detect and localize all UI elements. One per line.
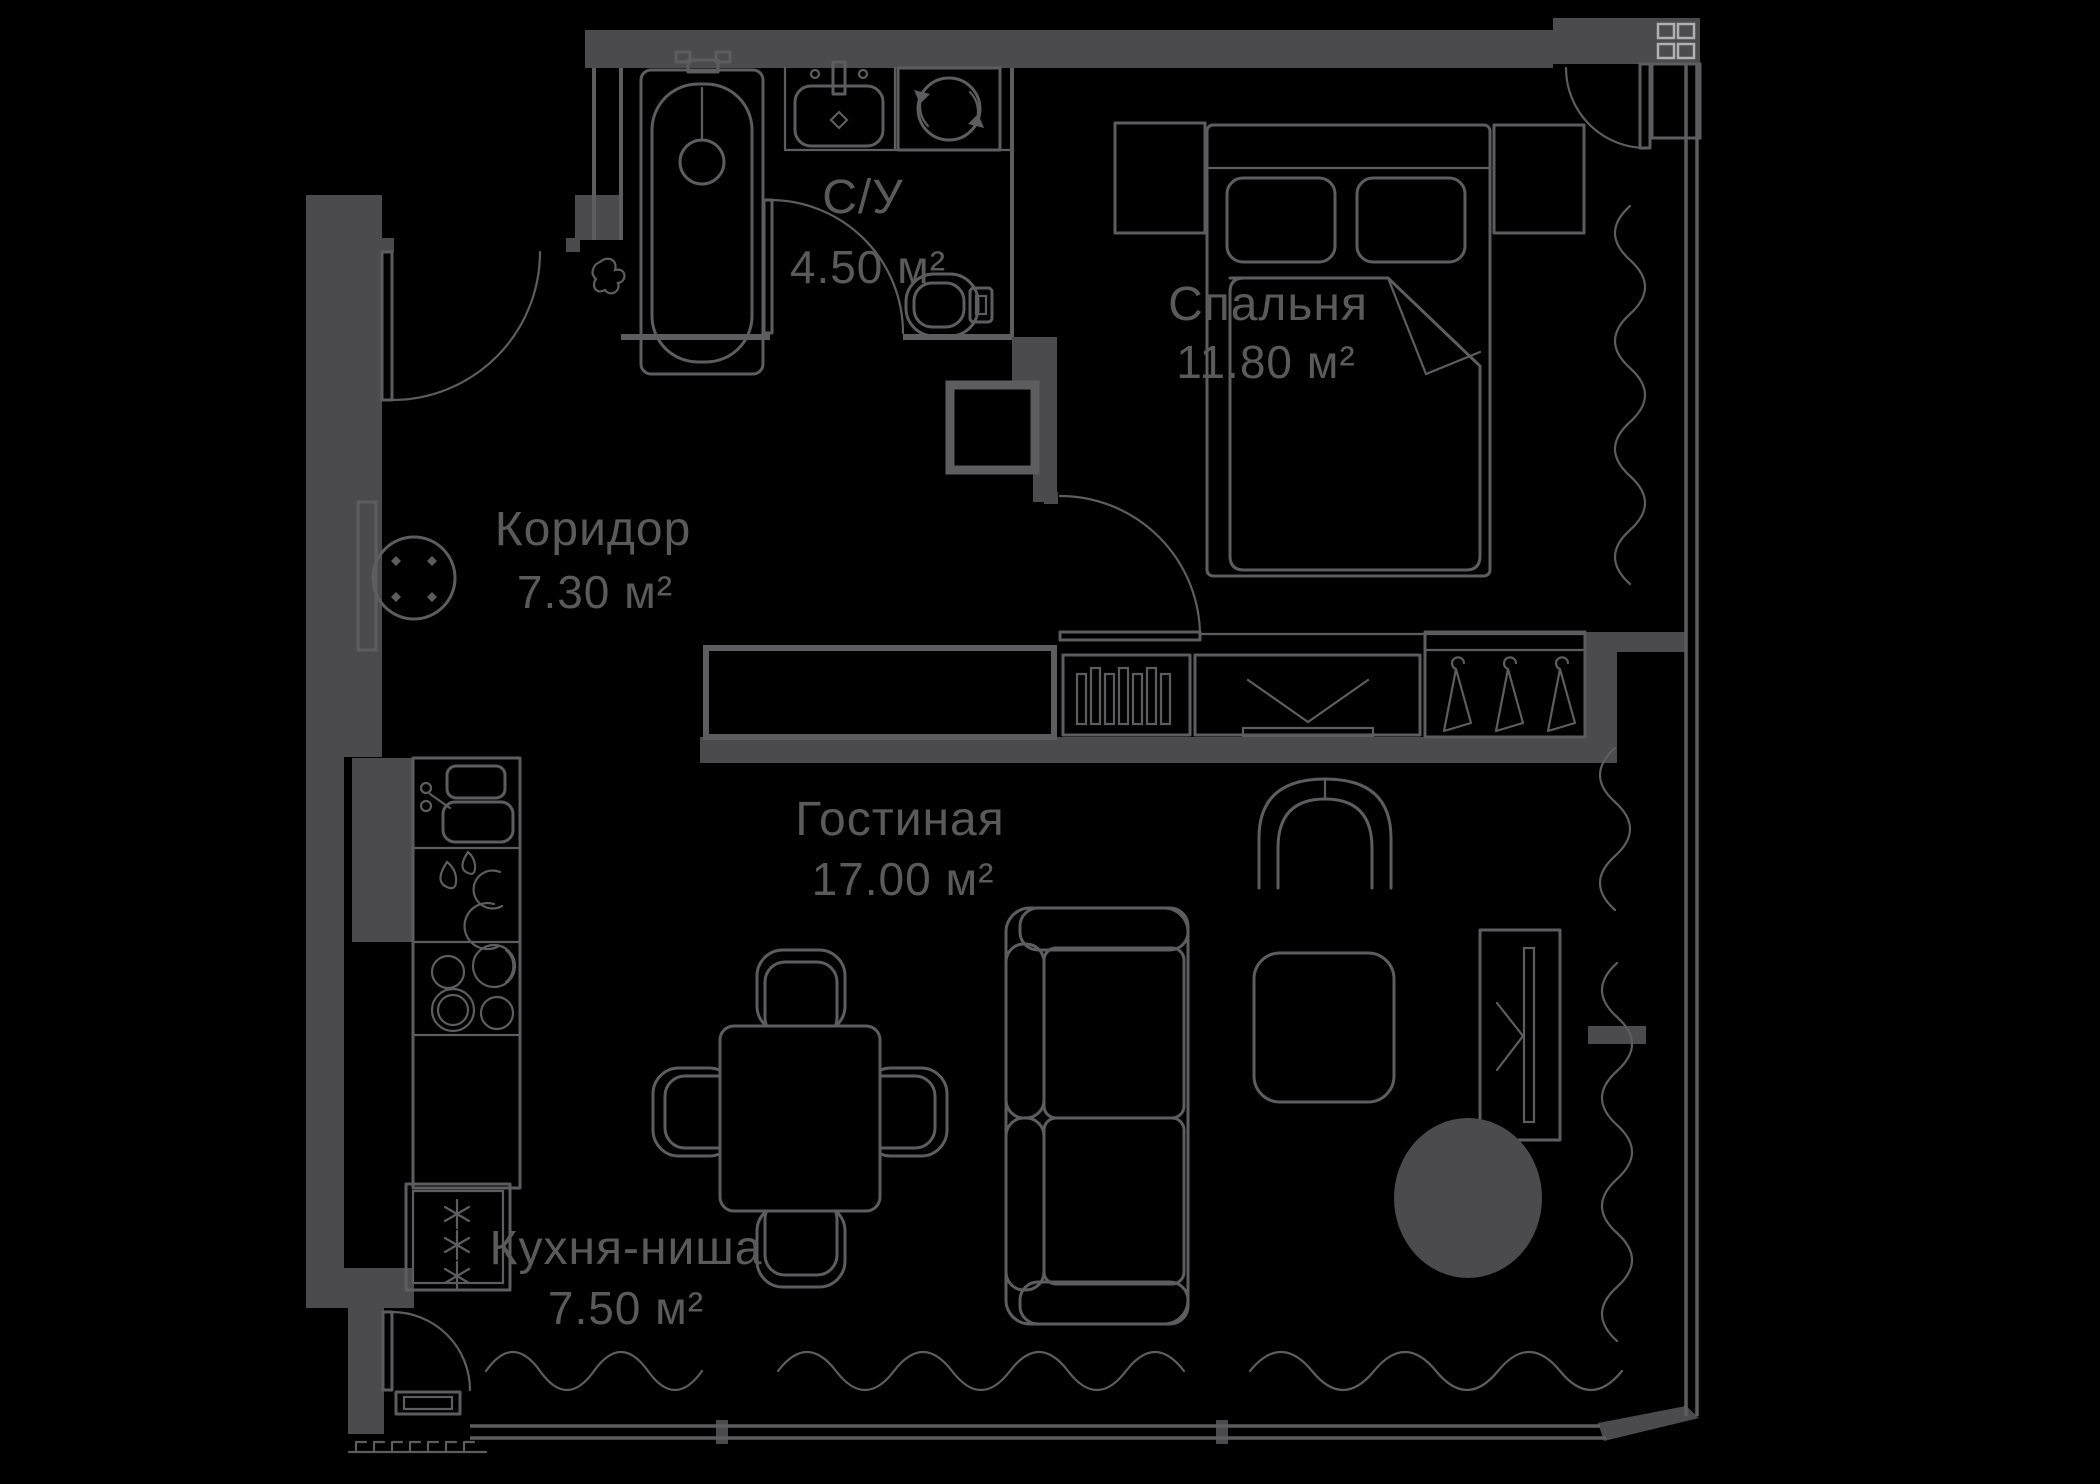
kitchen-fixtures bbox=[352, 756, 522, 1292]
curtain-bedroom-icon bbox=[1614, 204, 1646, 586]
window-return-piece bbox=[1650, 62, 1702, 140]
label-corridor-area: 7.30 м² bbox=[517, 566, 673, 618]
cooktop-icon bbox=[430, 943, 517, 1033]
corridor-fixtures bbox=[356, 257, 626, 652]
wardrobe-row bbox=[703, 630, 1587, 740]
label-bathroom-name: С/У bbox=[822, 171, 904, 224]
wall-nib-right-mid bbox=[1588, 1026, 1646, 1044]
wall-divider bbox=[700, 737, 1617, 763]
kettle-icon bbox=[439, 850, 504, 951]
bedroom-furniture bbox=[1113, 121, 1646, 586]
entry-jamb-right bbox=[566, 238, 580, 252]
bathroom-sink-icon bbox=[793, 60, 885, 148]
toilet-icon bbox=[904, 272, 994, 338]
wall-left-t-top bbox=[306, 1268, 414, 1308]
storage-cabinet-icon bbox=[703, 645, 1057, 740]
label-living-area: 17.00 м² bbox=[812, 853, 995, 905]
doors bbox=[380, 62, 1652, 1416]
label-kitchen-area: 7.50 м² bbox=[548, 1282, 704, 1334]
nightstand-left-icon bbox=[1113, 121, 1207, 235]
bench-icon bbox=[1193, 653, 1422, 738]
label-bedroom-area: 11.80 м² bbox=[1176, 336, 1355, 388]
blanket-icon bbox=[1228, 276, 1482, 572]
kitchen-sink-icon bbox=[419, 764, 515, 844]
ventilation-shaft bbox=[945, 380, 1040, 475]
pillow-left-icon bbox=[1225, 176, 1337, 264]
wall-left-t-stem bbox=[348, 1308, 384, 1434]
refrigerator-icon bbox=[404, 1182, 512, 1292]
partitions-and-windows bbox=[347, 22, 1702, 1454]
pouf-icon bbox=[1394, 1118, 1542, 1278]
round-table-icon bbox=[371, 535, 457, 621]
curtains-living-icon bbox=[484, 746, 1633, 1392]
wall-top bbox=[585, 30, 1553, 68]
walls bbox=[306, 18, 1700, 1444]
label-kitchen-name: Кухня-ниша bbox=[490, 1222, 763, 1275]
coffee-table-icon bbox=[1252, 951, 1396, 1104]
tv-stand-icon bbox=[1478, 928, 1562, 1142]
wall-nib-right-top bbox=[1617, 632, 1687, 652]
living-room-furniture bbox=[484, 746, 1633, 1392]
entry-jamb-left bbox=[380, 238, 394, 252]
wall-top-right-block bbox=[1553, 18, 1700, 64]
label-living-name: Гостиная bbox=[795, 793, 1004, 846]
double-bed-icon bbox=[1205, 123, 1492, 578]
wall-left-lower bbox=[306, 757, 344, 1308]
sofa-icon bbox=[1004, 906, 1190, 1326]
dining-table-icon bbox=[718, 1024, 882, 1213]
balcony-door-bedroom-icon bbox=[1564, 62, 1652, 150]
console-table-icon bbox=[356, 500, 378, 652]
wardrobe-hangers-icon bbox=[1423, 630, 1587, 739]
wall-bath-bridge bbox=[1012, 337, 1057, 385]
washing-machine-icon bbox=[896, 66, 1002, 152]
bedroom-door-jamb bbox=[1044, 492, 1058, 504]
wall-corner-miter bbox=[1598, 1406, 1699, 1441]
label-bathroom-area: 4.50 м² bbox=[790, 241, 946, 293]
nightstand-right-icon bbox=[1492, 123, 1586, 235]
pillow-right-icon bbox=[1355, 176, 1467, 264]
bedroom-door-icon bbox=[1058, 494, 1202, 642]
coat-hook-icon bbox=[591, 257, 626, 295]
bathroom-fixtures bbox=[639, 50, 1002, 376]
wall-left-upper bbox=[306, 195, 382, 757]
armchair-icon bbox=[1257, 777, 1393, 890]
room-labels: С/У 4.50 м² Спальня 11.80 м² Коридор 7.3… bbox=[490, 171, 1368, 1334]
wall-entry-block bbox=[575, 195, 623, 240]
window-mullion-1 bbox=[716, 1420, 728, 1444]
entrance-door-icon bbox=[380, 250, 542, 402]
exterior-hatch bbox=[354, 1440, 476, 1452]
wall-closet-right bbox=[1585, 632, 1617, 737]
window-frame-box-icon bbox=[1656, 22, 1696, 60]
balcony-door-kitchen-icon bbox=[381, 1310, 472, 1416]
label-bedroom-name: Спальня bbox=[1168, 278, 1368, 331]
shoe-rack-icon bbox=[1061, 653, 1192, 737]
kitchen-counter bbox=[411, 756, 522, 1190]
bathtub-icon bbox=[639, 50, 765, 376]
window-mullion-2 bbox=[1216, 1420, 1228, 1444]
kitchen-cabinet-icon bbox=[352, 758, 414, 942]
label-corridor-name: Коридор bbox=[495, 503, 692, 556]
